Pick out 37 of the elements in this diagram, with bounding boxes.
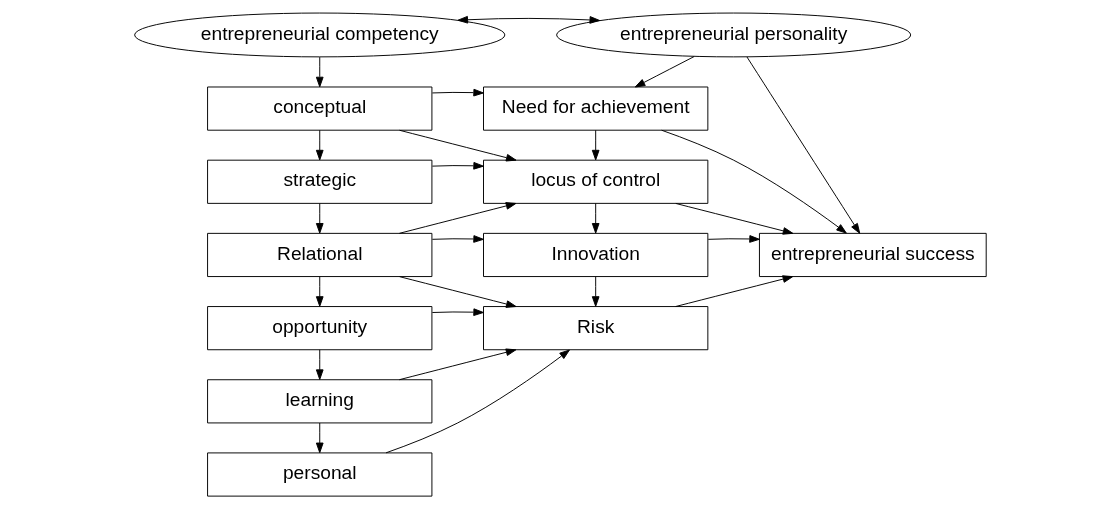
arrow xyxy=(746,56,860,234)
arrow xyxy=(385,349,570,454)
node-box: locus of control xyxy=(482,159,708,204)
node-box: opportunity xyxy=(206,306,432,351)
arrow xyxy=(315,203,324,234)
arrow xyxy=(431,308,484,316)
node-box: Need for achievement xyxy=(482,86,708,131)
node-box: strategic xyxy=(206,159,432,204)
arrow xyxy=(315,276,324,307)
node-box: Innovation xyxy=(482,232,708,278)
node-box: entrepreneurial success xyxy=(758,232,987,278)
arrow xyxy=(431,235,484,243)
arrow xyxy=(431,161,484,170)
arrow xyxy=(591,129,599,161)
arrow xyxy=(457,15,600,24)
node-box: learning xyxy=(206,379,432,424)
node-box: Relational xyxy=(206,232,432,278)
arrow xyxy=(660,129,847,234)
node-box: personal xyxy=(206,452,432,497)
arrow xyxy=(591,203,599,234)
arrow xyxy=(315,349,324,380)
arrow xyxy=(398,348,516,381)
arrow xyxy=(707,235,760,243)
arrow xyxy=(634,56,695,88)
arrow xyxy=(398,276,516,308)
arrow xyxy=(674,203,793,235)
node-ellipse: entrepreneurial personality xyxy=(555,12,911,58)
arrow xyxy=(315,422,324,454)
arrow xyxy=(398,129,516,162)
arrow xyxy=(315,129,324,161)
arrow xyxy=(398,202,516,234)
arrow xyxy=(431,88,484,97)
arrow xyxy=(591,276,599,307)
node-box: Risk xyxy=(482,306,708,351)
arrow xyxy=(315,56,324,88)
arrow xyxy=(674,275,793,307)
node-box: conceptual xyxy=(206,86,432,131)
